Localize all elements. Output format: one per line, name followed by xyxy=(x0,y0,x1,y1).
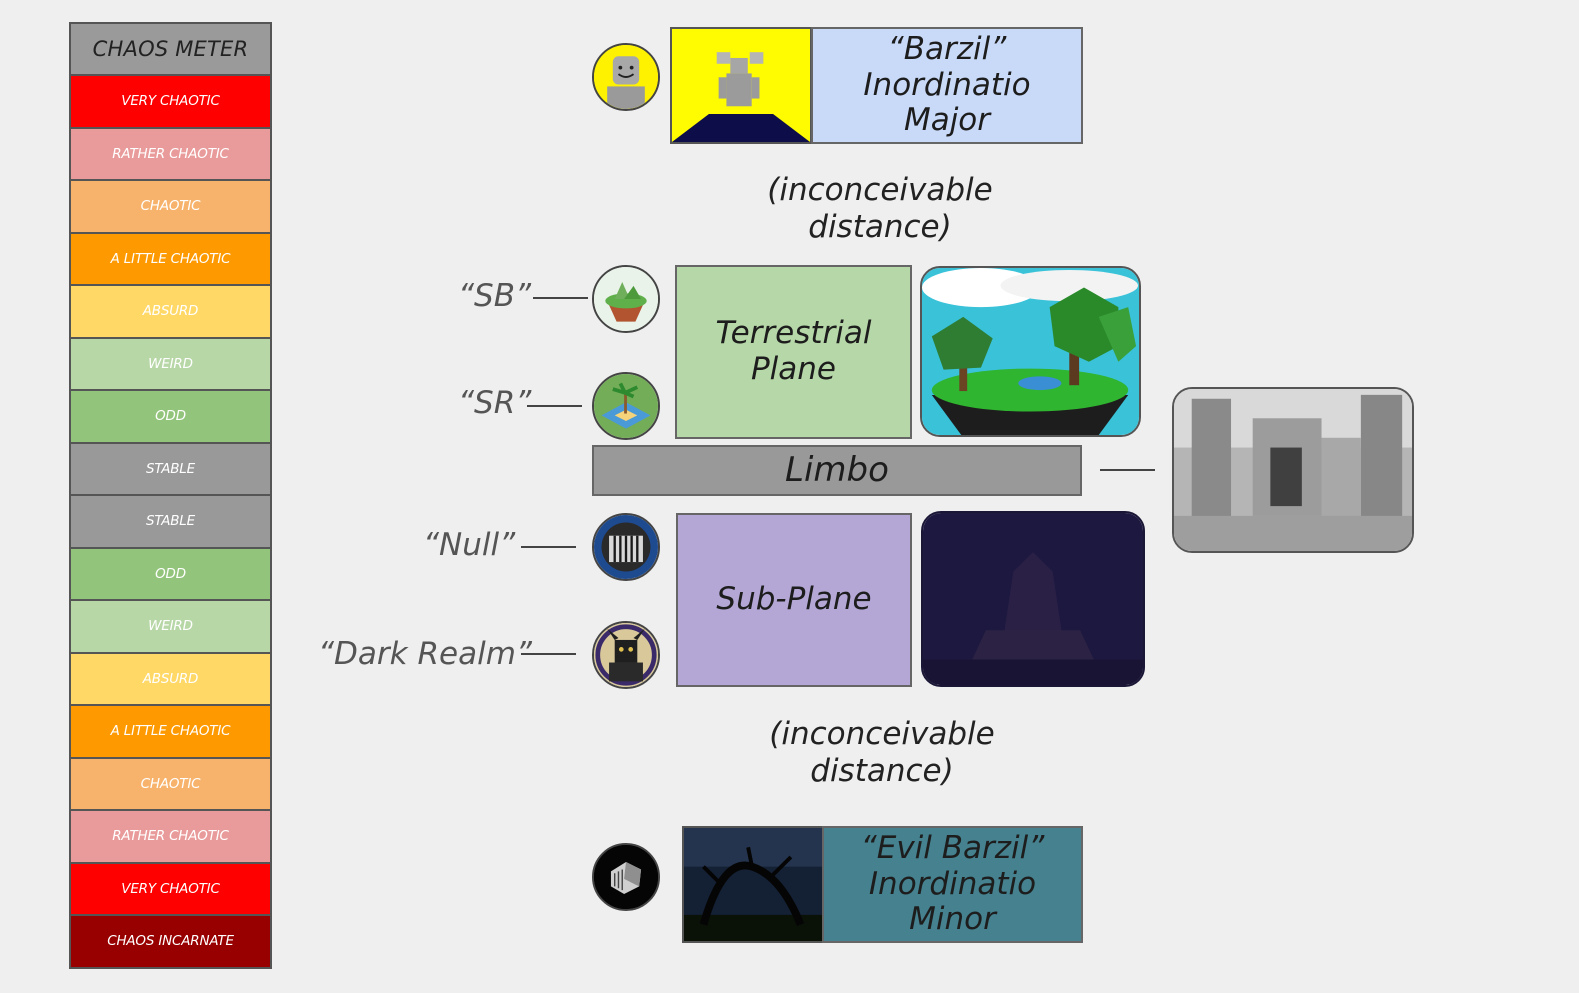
minor-thumb-image xyxy=(682,826,824,943)
dark-realm-label: “Dark Realm” xyxy=(318,636,532,672)
minor-line2: Inordinatio xyxy=(868,865,1037,902)
subplane-scene-image xyxy=(921,511,1145,687)
chaos-meter-row: ABSURD xyxy=(69,286,272,339)
major-thumb-image xyxy=(670,27,812,144)
dark-realm-connector xyxy=(521,653,576,655)
chaos-meter-row: ODD xyxy=(69,548,272,601)
major-avatar-icon xyxy=(592,43,660,111)
sb-connector xyxy=(533,297,588,299)
chaos-meter-row: ODD xyxy=(69,391,272,444)
minor-avatar-icon xyxy=(592,843,660,911)
chaos-meter-row: STABLE xyxy=(69,443,272,496)
null-connector xyxy=(521,546,576,548)
major-line1: “Barzil” xyxy=(887,31,1007,68)
chaos-meter-row: VERY CHAOTIC xyxy=(69,863,272,916)
distance-top-note: (inconceivable distance) xyxy=(720,172,1040,245)
terrestrial-box: Terrestrial Plane xyxy=(675,265,912,439)
chaos-meter-row: VERY CHAOTIC xyxy=(69,76,272,129)
chaos-meter-row: ABSURD xyxy=(69,653,272,706)
distance-top-line2: distance) xyxy=(808,208,952,245)
limbo-box: Limbo xyxy=(592,445,1082,496)
chaos-meter-row: CHAOTIC xyxy=(69,758,272,811)
terrestrial-line2: Plane xyxy=(750,351,836,387)
chaos-meter-row: RATHER CHAOTIC xyxy=(69,128,272,181)
chaos-meter-row: A LITTLE CHAOTIC xyxy=(69,233,272,286)
sr-label: “SR” xyxy=(458,385,532,421)
distance-bottom-note: (inconceivable distance) xyxy=(722,716,1042,789)
limbo-scene-image xyxy=(1172,387,1414,553)
major-line3: Major xyxy=(903,102,991,139)
chaos-meter-row: WEIRD xyxy=(69,338,272,391)
chaos-meter-row: STABLE xyxy=(69,496,272,549)
chaos-meter-row: RATHER CHAOTIC xyxy=(69,811,272,864)
null-label: “Null” xyxy=(423,527,516,563)
distance-top-line1: (inconceivable xyxy=(767,172,993,208)
distance-bottom-line2: distance) xyxy=(810,752,954,789)
sb-label: “SB” xyxy=(458,278,532,314)
sr-palm-icon xyxy=(592,372,660,440)
chaos-meter-row: A LITTLE CHAOTIC xyxy=(69,706,272,759)
dark-realm-horned-icon xyxy=(592,621,660,689)
null-cage-icon xyxy=(592,513,660,581)
major-line2: Inordinatio xyxy=(863,66,1031,103)
chaos-meter-row: CHAOTIC xyxy=(69,181,272,234)
distance-bottom-line1: (inconceivable xyxy=(769,716,995,752)
major-box: “Barzil” Inordinatio Major xyxy=(811,27,1083,144)
chaos-meter-row: WEIRD xyxy=(69,601,272,654)
minor-line3: Minor xyxy=(909,901,996,938)
chaos-meter-title: CHAOS METER xyxy=(69,22,272,76)
sr-connector xyxy=(527,405,582,407)
terrestrial-line1: Terrestrial xyxy=(715,315,872,352)
chaos-meter-row: CHAOS INCARNATE xyxy=(69,916,272,969)
sb-island-icon xyxy=(592,265,660,333)
minor-box: “Evil Barzil” Inordinatio Minor xyxy=(822,826,1083,943)
subplane-box: Sub-Plane xyxy=(676,513,912,687)
terrestrial-scene-image xyxy=(920,266,1141,437)
limbo-connector xyxy=(1100,469,1155,471)
minor-line1: “Evil Barzil” xyxy=(860,830,1045,867)
